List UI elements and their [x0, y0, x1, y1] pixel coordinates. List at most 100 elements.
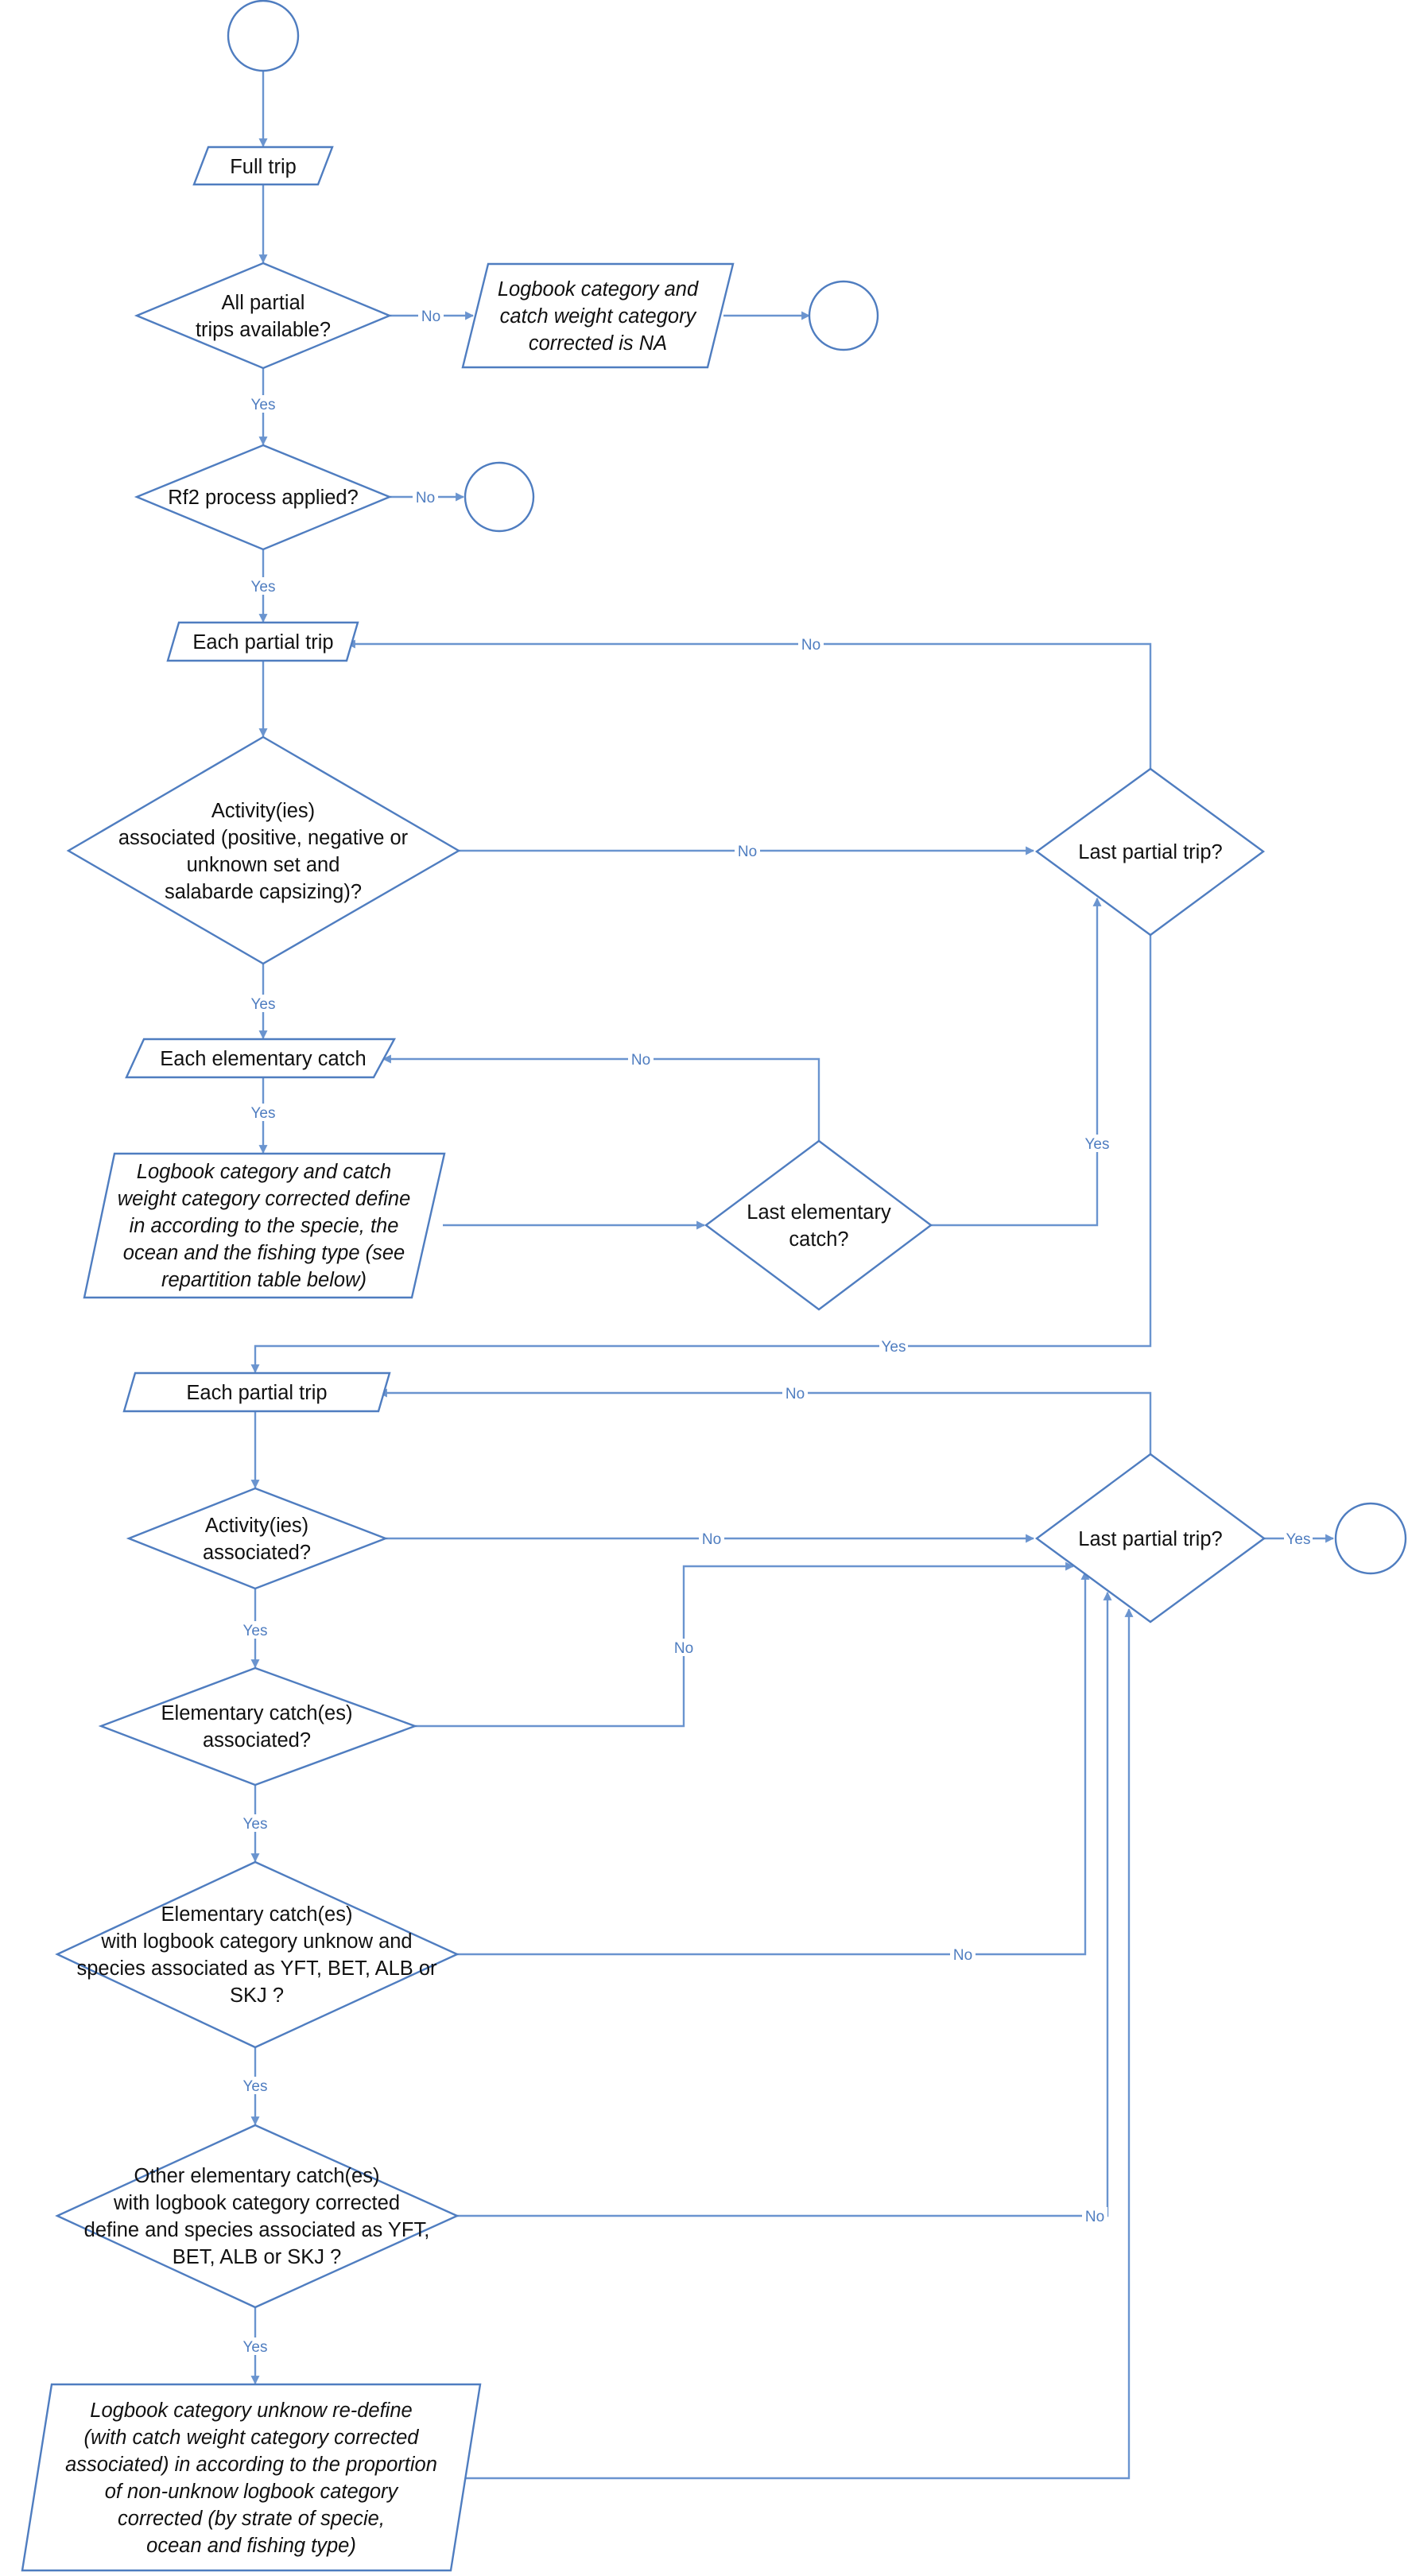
node-text-line: associated) in according to the proporti… [65, 2454, 437, 2476]
node-text-line: Full trip [230, 156, 297, 178]
node-text-line: Each partial trip [186, 1382, 327, 1404]
node-text-line: define and species associated as YFT, [84, 2219, 430, 2241]
label-other-elementary-no: No [1085, 2209, 1104, 2225]
node-text-line: with logbook category unknow and [100, 1930, 412, 1953]
node-text-line: Last partial trip? [1078, 841, 1222, 863]
label-partial-available-yes: Yes [251, 397, 276, 413]
node-text-line: catch weight category [500, 305, 698, 328]
label-partial-available-no: No [421, 308, 440, 325]
node-text-line: Other elementary catch(es) [134, 2165, 380, 2187]
end-terminator-1 [808, 280, 879, 351]
node-text-line: trips available? [196, 319, 331, 341]
edge-other-elementary-no [457, 1591, 1112, 2217]
partial-available-decision [134, 262, 393, 370]
each-elementary-node [125, 1038, 397, 1079]
node-text-line: salabarde capsizing)? [165, 881, 362, 903]
rf2-decision [134, 444, 393, 551]
activity-1-decision [66, 735, 461, 965]
logbook-define-text: Logbook category and catch weight categor… [118, 1161, 411, 1291]
node-text-line: Each elementary catch [160, 1048, 366, 1070]
label-elementary-assoc-no: No [674, 1640, 693, 1657]
activity-2-decision [126, 1487, 389, 1590]
logbook-unknown-text: Elementary catch(es) with logbook categor… [76, 1903, 437, 2007]
label-last-partial-1-no: No [801, 637, 820, 654]
end-terminator-3 [1334, 1502, 1407, 1575]
label-logbook-unknown-no: No [953, 1947, 972, 1964]
last-partial-2-text: Last partial trip? [1078, 1528, 1222, 1550]
edge-last-partial-1-no [346, 639, 1152, 769]
last-partial-1-text: Last partial trip? [1078, 841, 1222, 863]
last-elementary-decision [704, 1139, 933, 1311]
node-text-line: corrected is NA [529, 332, 667, 355]
node-text-line: Rf2 process applied? [168, 487, 359, 509]
last-elementary-text: Last elementary catch? [747, 1201, 891, 1251]
label-last-partial-2-no: No [785, 1386, 805, 1402]
edge-logbook-unknown-no [457, 1570, 1090, 1956]
label-last-partial-1-yes: Yes [882, 1339, 906, 1356]
elementary-assoc-text: Elementary catch(es) associated? [161, 1702, 353, 1752]
node-text-line: Elementary catch(es) [161, 1702, 353, 1724]
edge-elementary-assoc-no [415, 1562, 1075, 1728]
node-text-line: BET, ALB or SKJ ? [173, 2246, 342, 2268]
edge-last-partial-1-yes [250, 935, 1152, 1374]
label-logbook-unknown-yes: Yes [243, 2078, 268, 2095]
node-text-line: ocean and the fishing type (see [123, 1242, 405, 1264]
start-terminator [227, 0, 300, 72]
node-text-line: repartition table below) [161, 1269, 367, 1291]
node-text-line: associated (positive, negative or [118, 827, 409, 849]
edge-logbook-redefine-to-last-partial [453, 1608, 1134, 2480]
connectors [250, 72, 1335, 2480]
label-each-elementary-yes: Yes [251, 1105, 276, 1122]
node-text-line: of non-unknow logbook category [105, 2481, 400, 2503]
label-other-elementary-yes: Yes [243, 2339, 268, 2356]
label-last-elementary-yes: Yes [1085, 1136, 1110, 1153]
logbook-na-node [461, 262, 735, 369]
logbook-define-node [83, 1152, 446, 1299]
node-text-line: weight category corrected define [118, 1188, 411, 1210]
each-partial-2-text: Each partial trip [186, 1382, 327, 1404]
node-text-line: species associated as YFT, BET, ALB or [76, 1957, 437, 1980]
node-text-line: SKJ ? [230, 1984, 284, 2007]
node-text-line: catch? [789, 1228, 848, 1251]
label-rf2-no: No [416, 490, 435, 506]
node-text-line: ocean and fishing type) [146, 2535, 356, 2557]
node-text-line: associated? [203, 1542, 311, 1564]
node-text-line: corrected (by strate of specie, [118, 2508, 385, 2530]
node-text-line: Last elementary [747, 1201, 891, 1224]
node-text-line: Last partial trip? [1078, 1528, 1222, 1550]
node-text-line: Activity(ies) [205, 1515, 308, 1537]
label-last-elementary-no: No [631, 1052, 650, 1069]
logbook-redefine-text: Logbook category unknow re-define (with c… [65, 2399, 437, 2557]
label-activity-2-no: No [702, 1531, 721, 1548]
each-elementary-text: Each elementary catch [160, 1048, 366, 1070]
node-text-line: Logbook category and catch [137, 1161, 391, 1183]
node-text-line: (with catch weight category corrected [84, 2427, 420, 2449]
full-trip-node [192, 145, 334, 186]
node-text-line: Activity(ies) [211, 800, 315, 822]
each-partial-2-node [122, 1371, 391, 1413]
other-elementary-text: Other elementary catch(es)with logbook c… [84, 2165, 430, 2268]
label-rf2-yes: Yes [251, 579, 276, 596]
label-last-partial-2-yes: Yes [1286, 1531, 1311, 1548]
label-activity-1-yes: Yes [251, 996, 276, 1013]
node-text-line: in according to the specie, the [130, 1215, 399, 1237]
node-text-line: Logbook category unknow re-define [90, 2399, 412, 2422]
label-activity-2-yes: Yes [243, 1623, 268, 1639]
end-terminator-2 [464, 461, 535, 533]
label-activity-1-no: No [738, 844, 757, 860]
other-elementary-decision [55, 2124, 460, 2309]
each-partial-1-node [166, 621, 359, 662]
rf2-text: Rf2 process applied? [168, 487, 359, 509]
node-text-line: Elementary catch(es) [161, 1903, 353, 1926]
node-text-line: associated? [203, 1729, 311, 1752]
node-text-line: unknown set and [187, 854, 340, 876]
last-partial-1-decision [1034, 767, 1266, 937]
activity-2-text: Activity(ies) associated? [203, 1515, 311, 1564]
logbook-unknown-decision [55, 1860, 460, 2049]
node-text-line: Each partial trip [192, 631, 333, 654]
full-trip-text: Full trip [230, 156, 297, 178]
edge-labels: No Yes No Yes No No Yes No Yes Yes Yes N… [241, 307, 1313, 2356]
